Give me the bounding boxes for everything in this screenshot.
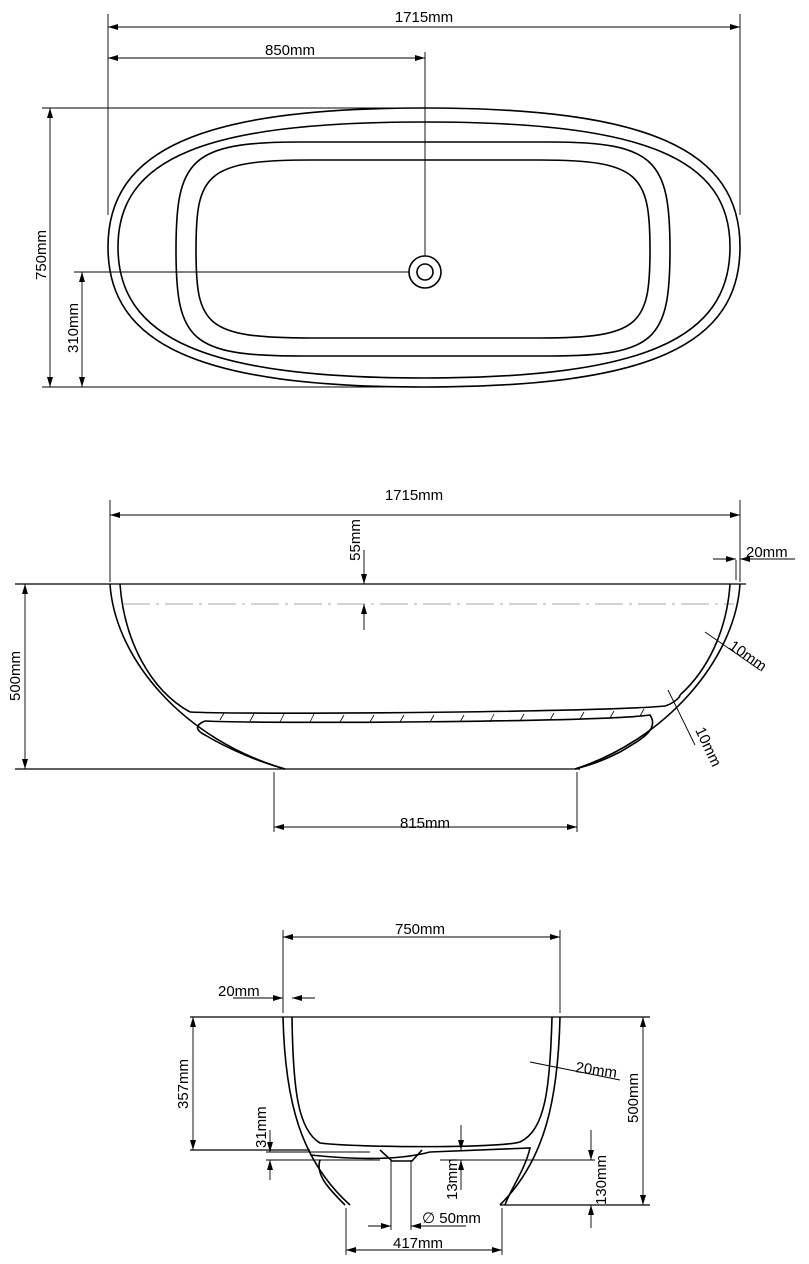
dim-drain-width: 310mm [65, 303, 82, 353]
rim-inner-edge [117, 121, 731, 379]
dim-drain-step: 13mm [444, 1158, 461, 1200]
dim-drain-diameter: ∅ 50mm [422, 1210, 481, 1227]
end-view: 750mm 20mm 357mm 20mm 500mm 31mm 13mm 13… [175, 921, 650, 1255]
dim-end-wall: 20mm [574, 1059, 618, 1082]
dim-end-rim: 20mm [218, 983, 260, 1000]
dim-base-length: 815mm [400, 815, 450, 832]
outer-rim [107, 107, 741, 388]
dim-wall-upper: 10mm [726, 637, 770, 675]
drain-inner [416, 263, 434, 281]
dim-floor-thickness: 31mm [253, 1106, 270, 1148]
dim-overflow-depth: 55mm [347, 519, 364, 561]
dim-base-clearance: 130mm [593, 1155, 610, 1205]
floor-hatching [219, 708, 645, 723]
dim-wall-lower: 10mm [691, 725, 724, 770]
side-view: 1715mm 55mm 20mm 500mm 10mm 10mm 815mm [7, 487, 795, 832]
top-view: 1715mm 850mm 750mm 310mm [33, 9, 741, 388]
dim-base-width: 417mm [393, 1235, 443, 1252]
basin-floor [195, 159, 651, 339]
basin-edge [175, 141, 671, 357]
dim-drain-length: 850mm [265, 42, 315, 59]
dim-side-rim: 20mm [746, 544, 788, 561]
dim-side-height: 500mm [7, 651, 24, 701]
dim-top-length: 1715mm [395, 9, 453, 26]
dim-side-length: 1715mm [385, 487, 443, 504]
drain-outer [408, 255, 442, 289]
dim-top-width: 750mm [33, 230, 50, 280]
dim-end-width: 750mm [395, 921, 445, 938]
dim-end-height: 500mm [625, 1073, 642, 1123]
dim-inner-depth: 357mm [175, 1059, 192, 1109]
